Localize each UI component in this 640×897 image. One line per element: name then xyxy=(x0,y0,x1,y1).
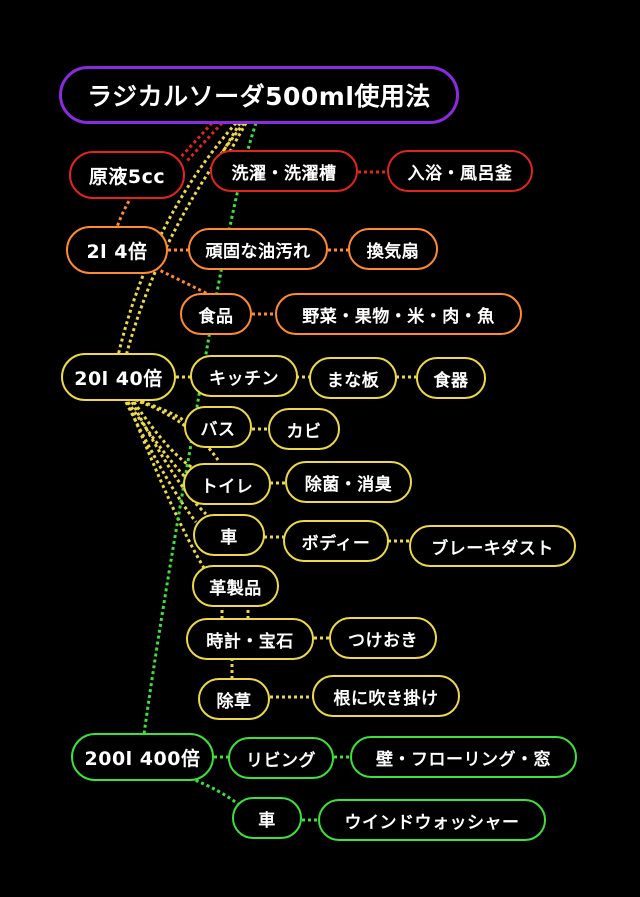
node-shokuhin: 食品 xyxy=(180,293,252,335)
node-nyuyoku: 入浴・風呂釜 xyxy=(387,150,533,192)
node-body: ボディー xyxy=(283,520,389,562)
link-genneki-nibai xyxy=(114,195,134,231)
node-shokki: 食器 xyxy=(416,357,486,399)
link-title-nijubai-2 xyxy=(124,122,246,357)
node-josou: 除草 xyxy=(198,678,270,720)
node-tsukeoki: つけおき xyxy=(329,617,437,659)
node-jokin: 除菌・消臭 xyxy=(285,461,412,503)
node-nihyakubai: 200l 400倍 xyxy=(71,733,214,781)
node-kuruma-1: 車 xyxy=(193,514,265,556)
node-nibai: 2l 4倍 xyxy=(66,226,168,274)
link-title-nijubai xyxy=(116,122,238,357)
link-nihyakubai-kuruma xyxy=(189,776,239,806)
node-yasai: 野菜・果物・米・肉・魚 xyxy=(275,293,522,335)
node-kawa: 革製品 xyxy=(192,565,279,607)
node-window: ウインドウォッシャー xyxy=(318,799,546,841)
diagram-title: ラジカルソーダ500ml使用法 xyxy=(59,66,459,124)
node-bath: バス xyxy=(184,406,252,448)
node-kabe: 壁・フローリング・窓 xyxy=(350,736,577,778)
link-title-sentaku xyxy=(216,122,242,161)
link-nijubai-kuruma-2 xyxy=(130,401,208,516)
node-living: リビング xyxy=(228,737,334,779)
node-toilet: トイレ xyxy=(183,463,271,505)
node-ganko: 頑固な油汚れ xyxy=(188,228,328,270)
node-sentaku: 洗濯・洗濯槽 xyxy=(210,150,358,192)
link-nibai-shokuhin xyxy=(154,266,213,298)
node-kabi: カビ xyxy=(268,408,340,450)
node-brake: ブレーキダスト xyxy=(409,525,576,567)
link-title-genneki-2 xyxy=(184,121,224,164)
node-nijubai: 20l 40倍 xyxy=(61,353,176,401)
link-nijubai-kawa xyxy=(126,401,206,569)
link-title-genneki xyxy=(178,121,214,160)
node-kankisen: 換気扇 xyxy=(348,228,438,270)
node-tokei: 時計・宝石 xyxy=(186,618,314,660)
node-kuruma-2: 車 xyxy=(232,797,302,839)
node-fukikake: 根に吹き掛け xyxy=(312,675,460,717)
node-kitchen: キッチン xyxy=(190,355,298,397)
node-genneki: 原液5cc xyxy=(69,151,185,199)
node-manaita: まな板 xyxy=(309,357,397,399)
